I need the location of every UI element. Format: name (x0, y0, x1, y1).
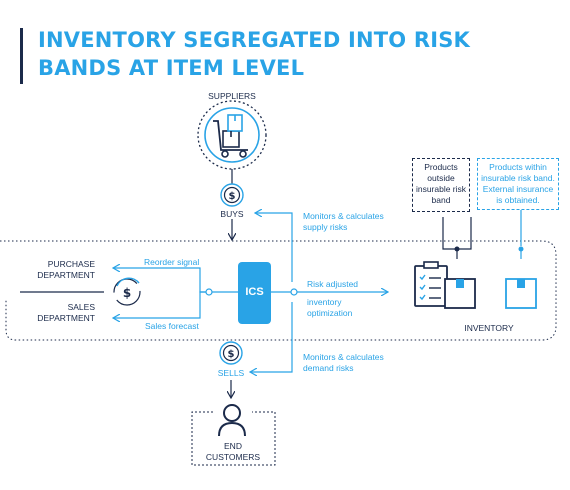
truck-boxes-icon (197, 100, 267, 170)
within-risk-band-box: Products within insurable risk band. Ext… (477, 158, 559, 210)
outside-risk-band-label: Products outside insurable risk band (415, 162, 467, 205)
ics-node (238, 262, 271, 324)
company-boundary (0, 240, 557, 341)
person-icon (218, 404, 246, 437)
within-risk-band-label: Products within insurable risk band. Ext… (481, 162, 555, 205)
sales-dollar-icon: $ (113, 277, 141, 306)
reorder-signal-label: Reorder signal (144, 257, 200, 267)
inventory-label: INVENTORY (464, 323, 514, 333)
clipboard-checklist-icon (414, 261, 448, 307)
outside-risk-band-box: Products outside insurable risk band (412, 158, 470, 212)
ics-label: ICS (245, 286, 264, 298)
demand-risks-label: Monitors & calculates demand risks (303, 352, 384, 373)
supply-risks-label: Monitors & calculates supply risks (303, 211, 384, 232)
inventory-optimization-label: inventory optimization (307, 297, 353, 318)
svg-text:$: $ (228, 349, 235, 360)
svg-text:$: $ (123, 286, 131, 300)
buys-label: BUYS (220, 209, 244, 219)
box-icon (505, 278, 537, 309)
sales-department-label: SALES DEPARTMENT (37, 302, 95, 323)
buys-dollar-icon: $ (220, 183, 244, 207)
sells-label: SELLS (217, 368, 245, 378)
suppliers-label: SUPPLIERS (208, 91, 256, 101)
dark-box-icon (444, 278, 476, 309)
title-accent-bar (20, 28, 23, 84)
sells-dollar-icon: $ (219, 341, 243, 365)
end-customers-label: END CUSTOMERS (205, 441, 261, 462)
risk-adjusted-label: Risk adjusted (307, 279, 359, 289)
sales-forecast-label: Sales forecast (145, 321, 199, 331)
page-title: INVENTORY SEGREGATED INTO RISK BANDS AT … (38, 28, 471, 80)
svg-text:$: $ (229, 191, 236, 202)
purchase-department-label: PURCHASE DEPARTMENT (37, 259, 95, 280)
